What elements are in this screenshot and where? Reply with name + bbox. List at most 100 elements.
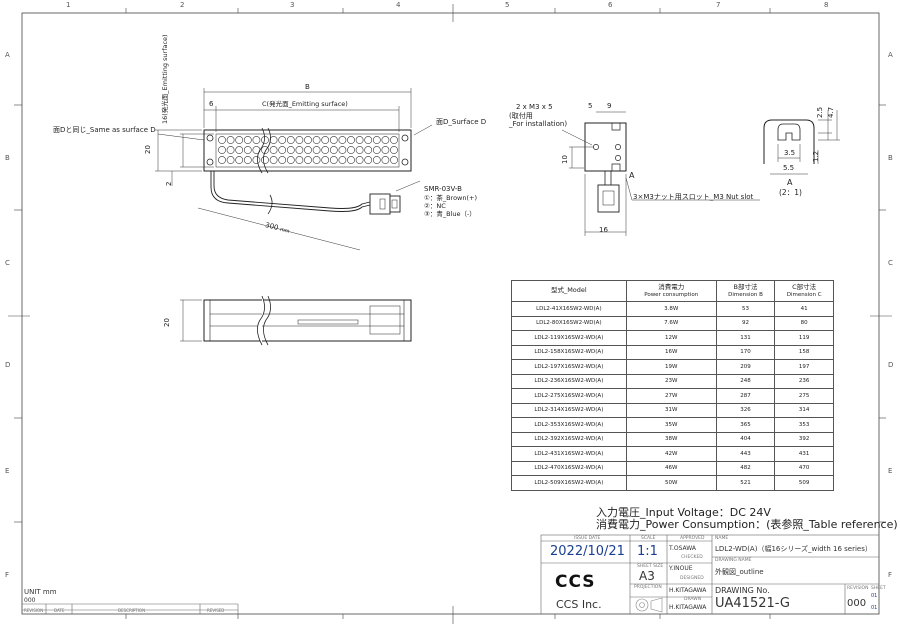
led-lens xyxy=(372,146,381,154)
led-lens xyxy=(390,146,398,154)
led-lens xyxy=(381,146,390,154)
scale-label: SCALE xyxy=(641,536,656,541)
header-model: 型式_Model xyxy=(511,280,627,302)
led-lens xyxy=(286,156,295,164)
surface-d-label: 面D_Surface D xyxy=(436,118,487,126)
drawing-name-label: DRAWING NAME xyxy=(715,558,752,563)
sheet-size: A3 xyxy=(639,569,655,583)
grid-row-d-right: D xyxy=(888,361,894,369)
front-view xyxy=(155,88,433,251)
detail-a xyxy=(763,110,840,175)
led-lens xyxy=(329,146,338,154)
side-view xyxy=(561,111,760,236)
designed-label: DESIGNED xyxy=(680,576,704,581)
dim-3-5: 3.5 xyxy=(784,149,796,157)
led-lens xyxy=(235,146,244,154)
designed-by: H.KITAGAWA xyxy=(669,587,707,594)
approved-label: APPROVED xyxy=(680,536,705,541)
led-lens xyxy=(261,136,269,144)
grid-row-d: D xyxy=(5,361,11,369)
grid-row-e-right: E xyxy=(888,467,893,475)
cell-dim-c: 314 xyxy=(774,402,834,418)
cell-dim-c: 431 xyxy=(774,446,834,462)
led-lens xyxy=(312,146,321,154)
led-lens xyxy=(304,156,312,164)
cell-model: LDL2-470X16SW2-WD(A) xyxy=(511,460,627,476)
led-lens xyxy=(278,156,287,164)
grid-row-f-right: F xyxy=(888,571,893,579)
dim-4-7: 4.7 xyxy=(827,106,835,118)
cell-dim-b: 482 xyxy=(715,460,776,476)
cell-dim-c: 353 xyxy=(774,417,834,433)
dim-16-side: 16 xyxy=(599,226,608,234)
scale-value: 1:1 xyxy=(637,544,658,559)
led-lens xyxy=(321,136,330,144)
cell-dim-c: 236 xyxy=(774,373,834,389)
cell-dim-b: 209 xyxy=(715,359,776,375)
rev-col-date: DATE xyxy=(54,608,65,613)
name-label: NAME xyxy=(715,536,729,541)
revision-value: 000 xyxy=(847,598,867,609)
led-lens xyxy=(243,146,252,154)
led-lens xyxy=(372,136,381,144)
cell-dim-c: 119 xyxy=(774,330,834,346)
led-lens xyxy=(381,136,390,144)
checked-label: CHECKED xyxy=(681,555,703,560)
cell-model: LDL2-158X16SW2-WD(A) xyxy=(511,344,627,360)
cell-dim-b: 92 xyxy=(715,315,776,331)
led-lens xyxy=(364,156,373,164)
cell-model: LDL2-314X16SW2-WD(A) xyxy=(511,402,627,418)
led-lens xyxy=(304,146,312,154)
drawing-name: 外観図_outline xyxy=(715,568,764,576)
input-voltage-note: 入力電圧_Input Voltage：DC 24V xyxy=(596,506,771,519)
led-lens xyxy=(269,156,278,164)
led-lens xyxy=(347,146,355,154)
cell-model: LDL2-509X16SW2-WD(A) xyxy=(511,475,627,491)
dim-5-5: 5.5 xyxy=(783,164,795,172)
unit-label: UNIT mm xyxy=(24,588,57,596)
rev-col-description: DESCRIPTION xyxy=(118,608,146,613)
cell-model: LDL2-431X16SW2-WD(A) xyxy=(511,446,627,462)
connector-pin-3: ③：青_Blue（-） xyxy=(424,210,476,218)
issue-date: 2022/10/21 xyxy=(550,544,625,559)
grid-row-c: C xyxy=(5,259,10,267)
led-lens xyxy=(390,156,398,164)
drawing-no: UA41521-G xyxy=(715,596,791,611)
dim-1-2: 1.2 xyxy=(812,150,820,162)
detail-a-title: A xyxy=(787,178,793,187)
led-lens xyxy=(347,136,355,144)
grid-row-f: F xyxy=(5,571,10,579)
led-lens xyxy=(252,156,261,164)
revision-label: REVISION xyxy=(847,586,869,591)
cell-dim-b: 170 xyxy=(715,344,776,360)
led-lens xyxy=(355,136,364,144)
led-lens xyxy=(286,146,295,154)
led-lens xyxy=(286,136,295,144)
cell-power: 31W xyxy=(625,402,717,418)
led-lens xyxy=(312,136,321,144)
connector-pin-2: ②：NC xyxy=(424,202,446,210)
cell-model: LDL2-275X16SW2-WD(A) xyxy=(511,388,627,404)
grid-col-7: 7 xyxy=(716,1,721,9)
cell-dim-c: 509 xyxy=(774,475,834,491)
cell-dim-b: 131 xyxy=(715,330,776,346)
cell-model: LDL2-236X16SW2-WD(A) xyxy=(511,373,627,389)
grid-row-a: A xyxy=(5,51,10,59)
cell-dim-c: 275 xyxy=(774,388,834,404)
approved-by: T.OSAWA xyxy=(669,545,696,552)
led-lens xyxy=(338,146,347,154)
led-lens xyxy=(295,156,304,164)
led-lens xyxy=(243,136,252,144)
drawn-by: H.KITAGAWA xyxy=(669,604,707,611)
led-lens xyxy=(243,156,252,164)
led-lens xyxy=(295,146,304,154)
dim-20-bottom: 20 xyxy=(163,318,171,327)
